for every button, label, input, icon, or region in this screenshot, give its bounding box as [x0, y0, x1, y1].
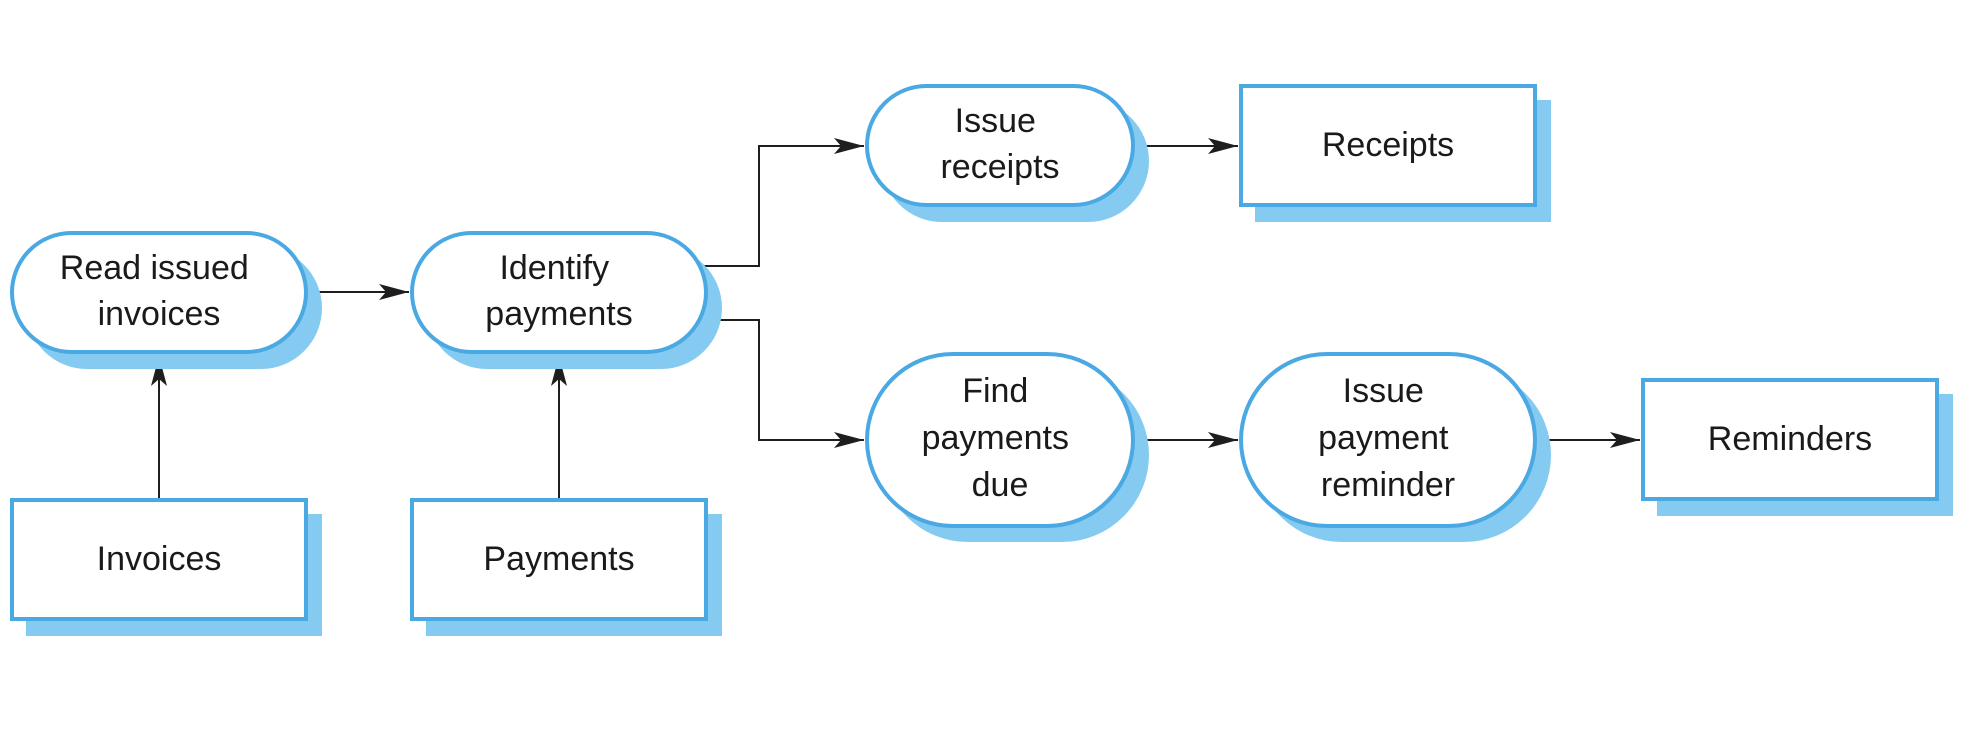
process-issue-receipts: Issue receipts — [865, 84, 1149, 222]
process-issue-payment-reminder: Issue payment reminder — [1239, 352, 1551, 542]
process-identify-payments: Identify payments — [410, 231, 722, 369]
data-store-label: Invoices — [97, 540, 222, 578]
process-label-line: payments — [485, 295, 632, 333]
process-label-line: payment — [1318, 419, 1449, 457]
process-find-payments-due: Find payments due — [865, 352, 1149, 542]
data-store-label: Receipts — [1322, 126, 1454, 164]
arrow-identify-payments-to-find-payments-due — [703, 319, 864, 448]
data-store-invoices: Invoices — [10, 498, 322, 636]
data-store-payments: Payments — [410, 498, 722, 636]
process-label-line: Issue — [1343, 372, 1424, 410]
data-store-reminders: Reminders — [1641, 378, 1953, 516]
process-label-line: reminder — [1321, 466, 1455, 504]
arrow-identify-payments-to-issue-receipts — [703, 138, 864, 267]
process-label-line: Read issued — [60, 249, 249, 287]
data-store-label: Reminders — [1708, 420, 1872, 458]
process-read-issued-invoices: Read issued invoices — [10, 231, 322, 369]
process-label-line: invoices — [98, 295, 221, 333]
process-label-line: due — [972, 466, 1029, 504]
data-store-label: Payments — [483, 540, 634, 578]
process-label-line: Identify — [499, 249, 609, 287]
process-label-line: payments — [922, 419, 1069, 457]
process-label-line: receipts — [940, 148, 1059, 186]
process-label-line: Find — [962, 372, 1028, 410]
process-label-line: Issue — [955, 102, 1036, 140]
svg-text:Identify payments: Identify payments — [485, 249, 632, 333]
svg-text:Issue payment remi: Issue payment reminder — [1318, 372, 1458, 504]
svg-text:Find payments due: Find payments due — [922, 372, 1079, 504]
data-store-receipts: Receipts — [1239, 84, 1551, 222]
svg-text:Read issued invoices: Read issued invoices — [60, 249, 258, 333]
svg-text:Issue receipts: Issue receipts — [940, 102, 1059, 186]
